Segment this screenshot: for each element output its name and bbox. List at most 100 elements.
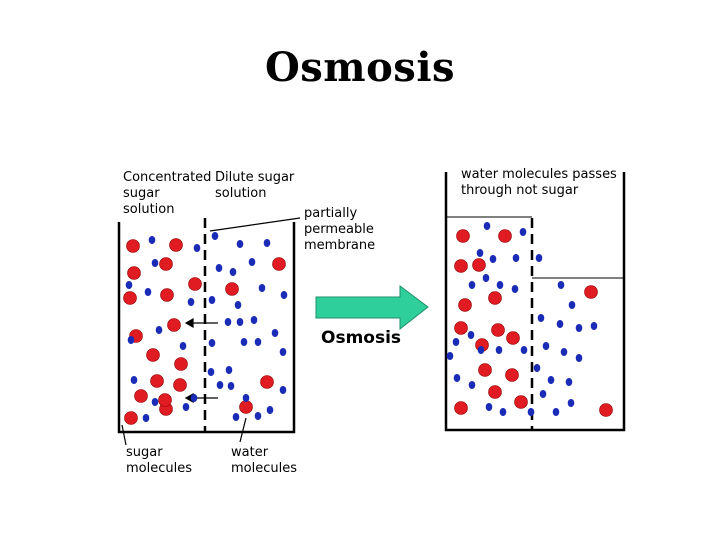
water-molecule	[130, 376, 138, 384]
water-molecule	[144, 288, 152, 296]
water-molecule	[207, 368, 215, 376]
passes-label: water molecules passes through not sugar	[461, 167, 617, 198]
water-molecule	[537, 314, 545, 322]
water-molecule	[148, 236, 156, 244]
water-molecule	[254, 338, 262, 346]
slide-title: Osmosis	[264, 44, 456, 91]
left-beaker	[117, 222, 296, 434]
water-molecule	[155, 326, 163, 334]
sugar-molecule	[491, 323, 505, 337]
sugar-molecule	[506, 331, 520, 345]
water-molecule	[557, 281, 565, 289]
water-molecule	[496, 281, 504, 289]
water-molecule	[565, 378, 573, 386]
water-molecule	[495, 346, 503, 354]
water-molecule	[240, 338, 248, 346]
water-molecule	[232, 413, 240, 421]
water-molecule	[547, 376, 555, 384]
water-molecule	[560, 348, 568, 356]
water-molecule	[280, 291, 288, 299]
water-molecule	[476, 249, 484, 257]
sugar-molecule	[150, 374, 164, 388]
water-molecule	[263, 239, 271, 247]
water-molecule	[511, 285, 519, 293]
water-molecule	[271, 329, 279, 337]
water-molecule	[151, 398, 159, 406]
water-molecule	[266, 406, 274, 414]
water-molecule	[229, 268, 237, 276]
sugar-molecule	[458, 298, 472, 312]
sugar-molecule	[514, 395, 528, 409]
water-molecule	[208, 339, 216, 347]
water-molecule	[225, 366, 233, 374]
sugar-molecule	[584, 285, 598, 299]
sugar-molecule	[173, 378, 187, 392]
water-molecule	[590, 322, 598, 330]
sugar-molecule	[599, 403, 613, 417]
water-molecule	[535, 254, 543, 262]
sugar-molecule	[123, 291, 137, 305]
water-molecule	[482, 274, 490, 282]
water-molecule	[250, 316, 258, 324]
water-molecule	[234, 301, 242, 309]
water-molecule	[187, 298, 195, 306]
sugar-molecule	[188, 277, 202, 291]
water-molecule	[190, 394, 198, 402]
sugar-molecule	[158, 393, 172, 407]
sugar-molecule	[169, 238, 183, 252]
water-molecule	[575, 354, 583, 362]
sugar-molecule	[478, 363, 492, 377]
water-molecule	[499, 408, 507, 416]
water-molecule	[151, 259, 159, 267]
water-molecule	[533, 364, 541, 372]
water-molecule	[489, 255, 497, 263]
water-molecule	[248, 258, 256, 266]
sugar-molecule	[260, 375, 274, 389]
sugar-molecule	[134, 389, 148, 403]
sugar-molecule	[488, 291, 502, 305]
sugar-molecule	[225, 282, 239, 296]
sugar-molecule	[126, 239, 140, 253]
sugar-molecule	[239, 400, 253, 414]
water-molecule	[512, 254, 520, 262]
water-molecule	[182, 403, 190, 411]
water-molecule	[552, 408, 560, 416]
water-molecules-label: water molecules	[231, 445, 297, 476]
sugar-molecule	[456, 229, 470, 243]
water-molecule	[242, 394, 250, 402]
sugar-molecule	[454, 259, 468, 273]
sugar-molecule	[159, 257, 173, 271]
water-molecule	[125, 281, 133, 289]
water-molecule	[127, 336, 135, 344]
water-molecule	[519, 228, 527, 236]
water-molecule	[227, 382, 235, 390]
sugar-molecule	[505, 368, 519, 382]
water-molecule	[142, 414, 150, 422]
water-molecule	[208, 296, 216, 304]
sugar-molecule	[454, 321, 468, 335]
water-molecule	[453, 374, 461, 382]
water-molecule	[468, 281, 476, 289]
water-molecule	[542, 342, 550, 350]
water-molecule	[483, 222, 491, 230]
water-molecule	[279, 348, 287, 356]
water-molecule	[477, 346, 485, 354]
sugar-molecule	[167, 318, 181, 332]
sugar-molecule	[272, 257, 286, 271]
water-molecule	[215, 264, 223, 272]
sugar-molecules-label: sugar molecules	[126, 445, 192, 476]
sugar-molecule	[124, 411, 138, 425]
sugar-molecule	[498, 229, 512, 243]
sugar-molecule	[127, 266, 141, 280]
water-molecule	[254, 412, 262, 420]
water-molecule	[468, 381, 476, 389]
water-molecule	[258, 284, 266, 292]
membrane-label: partially permeable membrane	[304, 206, 376, 253]
water-molecule	[236, 240, 244, 248]
sugar-molecule	[472, 258, 486, 272]
water-molecule	[452, 338, 460, 346]
water-molecule	[568, 301, 576, 309]
right-beaker	[444, 172, 626, 432]
water-molecule	[279, 386, 287, 394]
water-molecule	[539, 390, 547, 398]
